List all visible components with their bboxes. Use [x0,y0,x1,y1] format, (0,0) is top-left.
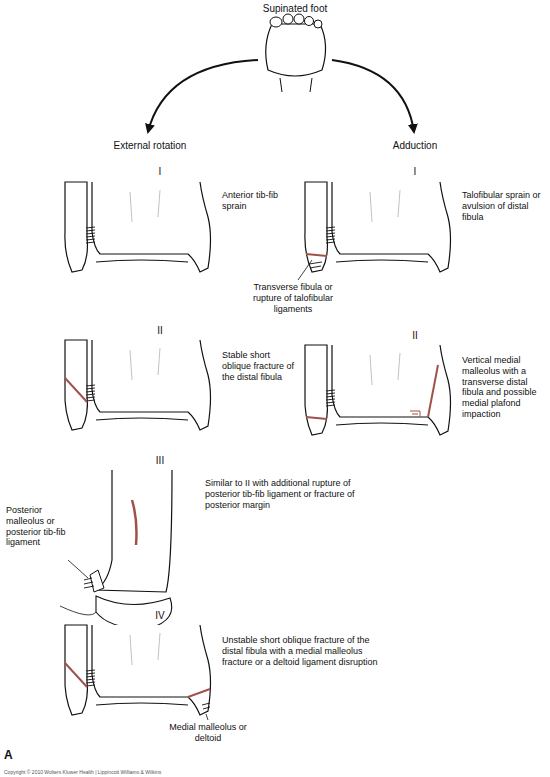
column-heading: External rotation [95,140,205,152]
stage-description: Stable short oblique fracture of the dis… [222,350,296,382]
stage-description: Vertical medial malleolus with a transve… [462,355,546,420]
stage-description: Similar to II with additional rupture of… [205,478,355,510]
stage-description: Unstable short oblique fracture of the d… [222,635,382,667]
column-heading: Adduction [370,140,460,152]
injury-label: Medial malleolus or deltoid [168,722,248,744]
copyright-note: Copyright © 2010 Wolters Kluwer Health |… [4,769,304,775]
stage-numeral: II [405,330,425,342]
stage-numeral: I [150,166,170,178]
injury-label: Posterior malleolus or posterior tib-fib… [6,505,68,548]
injury-label: Transverse fibula or rupture of talofibu… [238,282,348,314]
figure-title: Supinated foot [245,3,345,15]
stage-numeral: I [405,166,425,178]
stage-description: Anterior tib-fib sprain [222,190,296,212]
panel-letter: A [4,748,24,762]
stage-numeral: III [150,455,170,467]
stage-numeral: IV [150,610,170,622]
stage-numeral: II [150,325,170,337]
stage-description: Talofibular sprain or avulsion of distal… [462,190,546,222]
